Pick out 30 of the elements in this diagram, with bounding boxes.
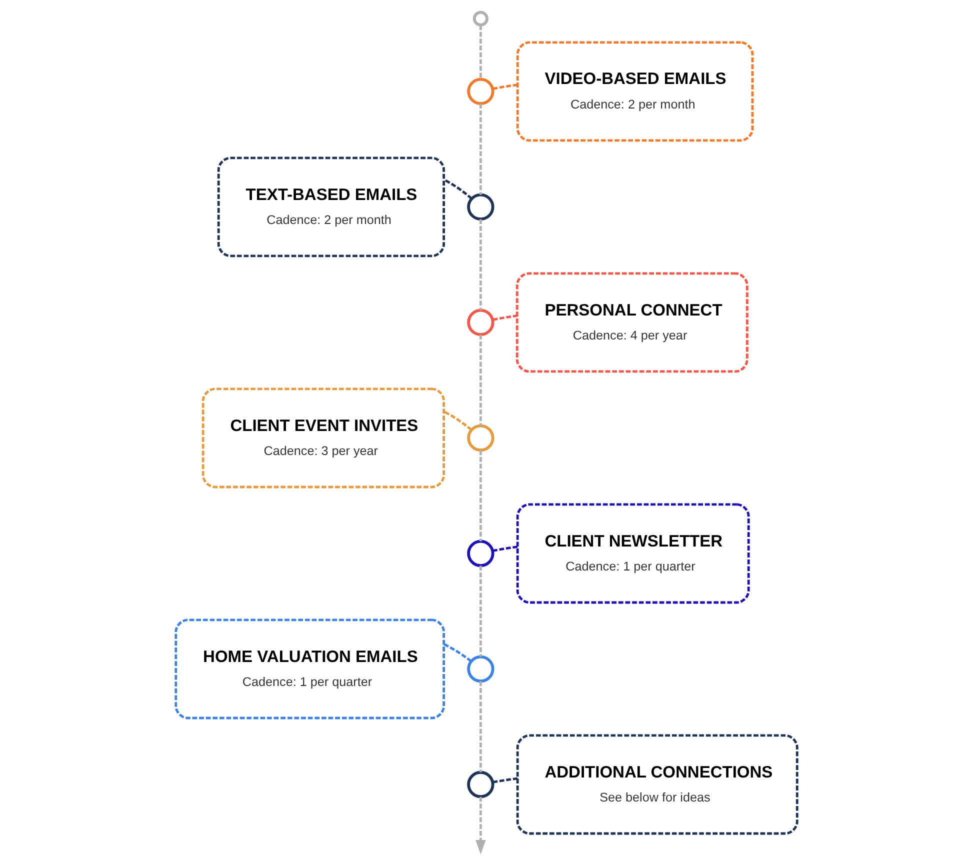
connector	[479, 219, 482, 310]
connector	[492, 314, 518, 321]
node-box: VIDEO-BASED EMAILS Cadence: 2 per month	[516, 41, 754, 142]
node-circle	[467, 78, 494, 106]
connector	[492, 777, 518, 784]
connector	[479, 450, 482, 542]
connector	[479, 334, 482, 426]
connector	[443, 410, 472, 431]
node-box: CLIENT EVENT INVITES Cadence: 3 per year	[202, 388, 445, 488]
connector	[443, 178, 473, 200]
node-circle	[467, 424, 494, 452]
arrow	[476, 796, 486, 855]
node-circle	[467, 308, 494, 336]
connector	[479, 681, 482, 772]
node-box: TEXT-BASED EMAILS Cadence: 2 per month	[217, 156, 445, 258]
node-circle	[467, 770, 494, 798]
connector	[492, 546, 518, 552]
node-circle	[472, 10, 488, 26]
node-circle	[467, 193, 494, 221]
connector	[479, 25, 482, 80]
connector	[492, 84, 518, 90]
node-circle	[467, 655, 494, 683]
node-box: HOME VALUATION EMAILS Cadence: 1 per quarter	[174, 618, 445, 720]
node-box: CLIENT NEWSLETTER Cadence: 1 per quarter	[516, 503, 750, 604]
connector	[479, 566, 482, 657]
node-box: ADDITIONAL CONNECTIONS See below for ideas	[516, 734, 798, 835]
node-circle	[467, 540, 494, 568]
connector	[443, 643, 472, 662]
node-box: PERSONAL CONNECT Cadence: 4 per year	[516, 272, 748, 373]
connector	[479, 104, 482, 195]
